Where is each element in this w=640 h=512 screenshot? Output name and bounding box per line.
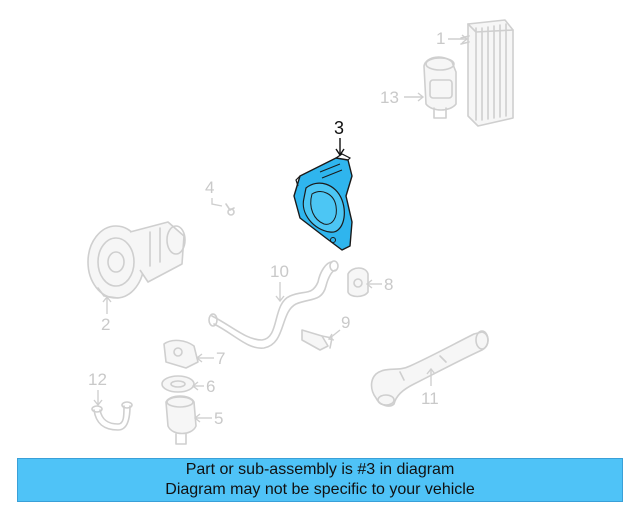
part-8-gasket (347, 267, 369, 298)
callout-6: 6 (191, 377, 215, 396)
callout-3: 3 (334, 118, 345, 157)
part-6-gasket (161, 375, 195, 393)
banner-line-2: Diagram may not be specific to your vehi… (165, 481, 475, 498)
callout-8: 8 (365, 275, 393, 294)
banner-line-1: Part or sub-assembly is #3 in diagram (185, 461, 455, 478)
part-3-bracket[interactable] (293, 153, 353, 251)
callout-4: 4 (205, 178, 223, 207)
callout-12: 12 (88, 370, 107, 407)
callout-5: 5 (193, 409, 223, 428)
part-2-air-pump (87, 221, 186, 299)
svg-text:10: 10 (270, 262, 289, 281)
svg-text:8: 8 (384, 275, 393, 294)
part-1-cooler (460, 19, 514, 127)
callout-7: 7 (195, 349, 225, 368)
svg-text:5: 5 (214, 409, 223, 428)
part-11-hose (370, 330, 489, 407)
part-5-valve (165, 395, 197, 445)
parts-diagram: 1 13 3 4 (87, 19, 514, 445)
svg-text:6: 6 (206, 377, 215, 396)
part-7-flange (163, 339, 199, 369)
info-banner: Part or sub-assembly is #3 in diagram Di… (17, 458, 623, 502)
callout-11: 11 (421, 367, 439, 408)
callout-13: 13 (380, 88, 425, 107)
svg-text:3: 3 (334, 118, 344, 138)
part-12-pipe (91, 401, 133, 431)
callout-9: 9 (327, 313, 350, 341)
svg-text:12: 12 (88, 370, 107, 389)
svg-text:11: 11 (421, 389, 439, 408)
callout-2: 2 (101, 295, 112, 334)
svg-text:13: 13 (380, 88, 399, 107)
svg-text:4: 4 (205, 178, 214, 197)
part-9-sensor (301, 329, 333, 351)
svg-text:7: 7 (216, 349, 225, 368)
callout-1: 1 (436, 29, 469, 48)
part-4-bolt (225, 203, 235, 216)
callout-10: 10 (270, 262, 289, 303)
svg-text:9: 9 (341, 313, 350, 332)
svg-text:1: 1 (436, 29, 445, 48)
part-13-valve (423, 56, 457, 119)
part-10-hose (208, 260, 339, 349)
svg-text:2: 2 (101, 315, 110, 334)
